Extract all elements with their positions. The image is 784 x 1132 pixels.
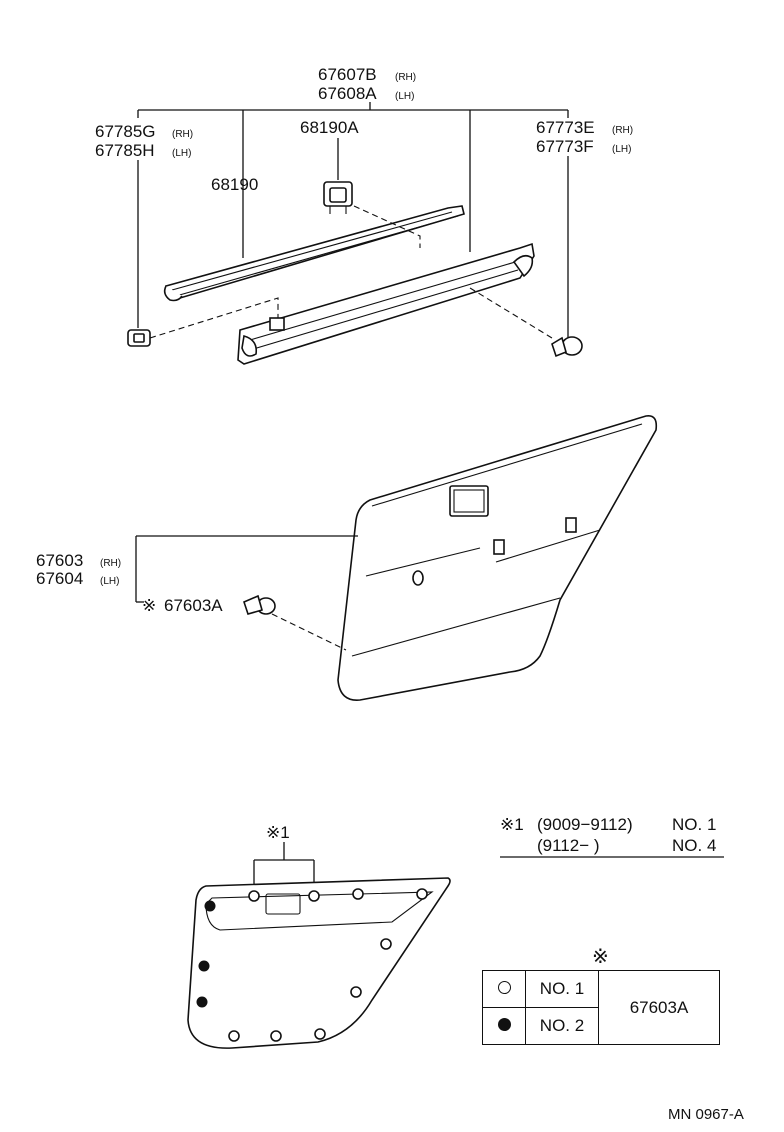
clip-no1-position — [308, 890, 320, 902]
hollow-circle-icon — [497, 981, 511, 994]
panel-outline — [187, 877, 451, 1049]
label-weatherstrip: 68190 — [211, 175, 258, 194]
label-clip-e: 67773E — [536, 118, 595, 137]
clip-no1-position — [352, 888, 364, 900]
clip-no1-position — [380, 938, 392, 950]
label-clip-h: 67785H — [95, 141, 155, 160]
label-molding-rh: 67607B — [318, 65, 377, 84]
molding-part — [237, 242, 535, 365]
clip-no2-position — [198, 960, 210, 972]
legend-part-number: 67603A — [598, 970, 720, 1045]
diagram-code: MN 0967-A — [668, 1106, 744, 1123]
legend-table: NO. 1 67603A NO. 2 — [482, 970, 720, 1045]
clip-no1-position — [248, 890, 260, 902]
legend-symbol-cell — [482, 1007, 526, 1045]
label-molding-rh-side: (RH) — [395, 72, 416, 83]
label-panel-clip: 67603A — [164, 596, 223, 615]
leader-lines-middle — [135, 535, 358, 603]
clip-no1-position — [228, 1030, 240, 1042]
assembly-line-panel-clip — [271, 613, 347, 651]
retainer-clip-part — [323, 181, 353, 214]
clip-g-part — [127, 329, 151, 347]
clip-no1-position — [270, 1030, 282, 1042]
legend-symbol-cell — [482, 970, 526, 1008]
label-panel-lh-side: (LH) — [100, 576, 119, 587]
note-line2-range: (9112− ) — [537, 836, 600, 855]
label-clip-e-side: (RH) — [612, 125, 633, 136]
label-panel-lh: 67604 — [36, 569, 83, 588]
trim-panel-part — [337, 414, 658, 701]
label-clip-h-side: (LH) — [172, 148, 191, 159]
clip-no1-position — [350, 986, 362, 998]
leader-lines-top — [137, 102, 569, 338]
filled-circle-icon — [497, 1018, 511, 1031]
legend-row: NO. 2 — [482, 1007, 720, 1045]
legend-label: NO. 1 — [525, 970, 599, 1008]
note-line1-range: (9009−9112) — [537, 815, 633, 834]
label-clip-f-side: (LH) — [612, 144, 631, 155]
legend-row: NO. 1 67603A — [482, 970, 720, 1045]
legend-label: NO. 2 — [525, 1007, 599, 1045]
panel-clip-part — [243, 594, 276, 615]
note-line1-no: NO. 1 — [672, 815, 716, 834]
callout-mark: ※1 — [266, 823, 290, 842]
assembly-lines-top — [149, 205, 553, 339]
clip-e-part — [551, 336, 583, 358]
label-retainer: 68190A — [300, 118, 359, 137]
clip-no1-position — [314, 1028, 326, 1040]
clip-no1-position — [416, 888, 428, 900]
label-panel-rh: 67603 — [36, 551, 83, 570]
label-clip-f: 67773F — [536, 137, 594, 156]
note-mark: ※1 — [500, 815, 524, 834]
label-panel-clip-mark: ※ — [142, 596, 156, 615]
label-clip-g: 67785G — [95, 122, 156, 141]
legend-mark: ※ — [592, 946, 609, 968]
clip-no2-position — [204, 900, 216, 912]
note-line2-no: NO. 4 — [672, 836, 716, 855]
label-molding-lh-side: (LH) — [395, 91, 414, 102]
label-panel-rh-side: (RH) — [100, 558, 121, 569]
weatherstrip-part — [163, 205, 465, 302]
label-clip-g-side: (RH) — [172, 129, 193, 140]
clip-no2-position — [196, 996, 208, 1008]
clip-positions — [196, 888, 428, 1042]
label-molding-lh: 67608A — [318, 84, 377, 103]
